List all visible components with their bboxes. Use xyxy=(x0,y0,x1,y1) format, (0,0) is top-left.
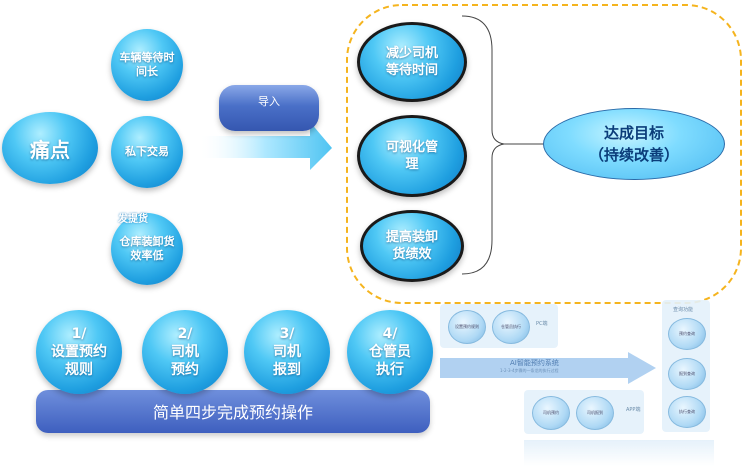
pc-item-2: 仓管员执行 xyxy=(492,310,530,344)
goal-subtitle: （持续改善） xyxy=(588,146,679,164)
pc-item-1: 设置预约规则 xyxy=(448,310,486,344)
step-bubble-3: 3/司机报到 xyxy=(244,310,330,394)
target-bubble-1: 减少司机等待时间 xyxy=(357,22,467,102)
pain-item-bubble-2: 私下交易 xyxy=(111,116,183,188)
pc-item-label-2: 仓管员执行 xyxy=(501,323,521,329)
step-number-2: 2/ xyxy=(177,326,193,342)
system-arrow-title: AI智能预约系统 xyxy=(510,359,559,367)
query-item-label-3: 执行查询 xyxy=(679,409,695,414)
pain-item-bubble-3: 仓库装卸货效率低 xyxy=(111,213,183,285)
import-pill: 导入 xyxy=(219,85,319,131)
step-bubble-1: 1/设置预约规则 xyxy=(36,310,122,394)
step-number-4: 4/ xyxy=(382,326,398,342)
query-item-label-2: 报到查询 xyxy=(679,371,695,376)
system-arrow xyxy=(440,352,656,384)
query-item-2: 报到查询 xyxy=(668,358,706,390)
step-number-3: 3/ xyxy=(279,326,295,342)
app-item-label-2: 司机报到 xyxy=(587,409,603,415)
pain-item-label-3: 仓库装卸货效率低 xyxy=(119,235,175,262)
pain-item-bubble-1: 车辆等待时间长 xyxy=(111,29,183,101)
query-item-1: 预约查询 xyxy=(668,318,706,350)
app-item-2: 司机报到 xyxy=(576,396,614,430)
system-diagram: PC端 设置预约规则 仓管员执行 AI智能预约系统 1-2-3-4步骤的一条龙的… xyxy=(440,300,740,470)
pain-center-bubble: 痛点 xyxy=(2,112,98,184)
pain-stray-label: 发提货 xyxy=(118,214,148,225)
pc-label: PC端 xyxy=(536,321,548,327)
goal-ellipse: 达成目标 （持续改善） xyxy=(543,108,725,180)
steps-summary: 简单四步完成预约操作 xyxy=(152,403,313,422)
step-bubble-4: 4/仓管员执行 xyxy=(347,310,433,394)
target-bracket xyxy=(461,15,546,275)
pc-item-label-1: 设置预约规则 xyxy=(455,323,479,329)
system-reflection xyxy=(524,440,714,466)
app-item-1: 司机预约 xyxy=(532,396,570,430)
app-item-label-1: 司机预约 xyxy=(543,409,559,415)
system-arrow-subtitle: 1-2-3-4步骤的一条龙的执行过程 xyxy=(500,368,559,373)
step-label-3: 司机报到 xyxy=(273,344,301,378)
target-label-2: 可视化管理 xyxy=(385,140,438,172)
query-label: 查询功能 xyxy=(673,307,694,313)
goal-title: 达成目标 xyxy=(603,124,664,142)
steps-base-bar xyxy=(36,390,430,433)
step-label-4: 仓管员执行 xyxy=(369,344,411,378)
target-bubble-3: 提高装卸货绩效 xyxy=(360,210,464,282)
target-label-3: 提高装卸货绩效 xyxy=(385,230,438,262)
import-arrow xyxy=(198,122,332,170)
query-item-3: 执行查询 xyxy=(668,396,706,428)
app-label: APP端 xyxy=(626,407,641,413)
step-bubble-2: 2/司机预约 xyxy=(142,310,228,394)
step-number-1: 1/ xyxy=(71,326,87,342)
goal-dashed-region xyxy=(346,4,742,304)
pain-item-label-1: 车辆等待时间长 xyxy=(119,51,175,78)
pain-center-label: 痛点 xyxy=(30,137,70,162)
import-label: 导入 xyxy=(258,95,280,108)
pain-item-label-2: 私下交易 xyxy=(125,145,169,158)
target-bubble-2: 可视化管理 xyxy=(357,115,467,197)
query-item-label-1: 预约查询 xyxy=(679,331,695,336)
step-label-1: 设置预约规则 xyxy=(51,344,107,378)
step-label-2: 司机预约 xyxy=(171,344,199,378)
target-label-1: 减少司机等待时间 xyxy=(385,46,438,78)
